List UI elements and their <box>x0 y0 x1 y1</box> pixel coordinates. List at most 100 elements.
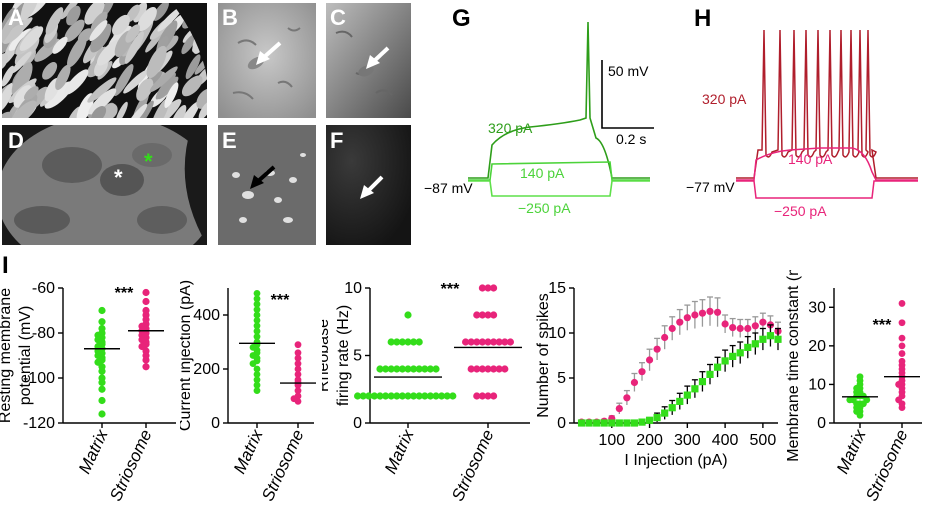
data-point <box>729 324 737 332</box>
data-point <box>142 288 150 297</box>
data-point <box>404 392 412 400</box>
data-point <box>736 324 744 333</box>
arrow-icon-c <box>366 46 390 69</box>
data-point <box>698 309 707 317</box>
data-point <box>462 338 470 346</box>
data-point <box>467 338 475 346</box>
trace-g-label-320: 320 pA <box>488 120 533 136</box>
data-point <box>600 419 608 427</box>
data-point <box>490 338 498 346</box>
significance-label: *** <box>441 281 460 298</box>
data-point <box>387 392 395 400</box>
data-point <box>432 392 440 400</box>
data-point <box>495 338 503 346</box>
data-point <box>691 385 699 393</box>
data-point <box>898 404 906 411</box>
data-point <box>473 311 481 319</box>
data-point <box>467 365 475 373</box>
significance-label: *** <box>115 285 134 302</box>
data-point <box>501 338 509 346</box>
data-point <box>142 297 150 306</box>
data-point <box>478 365 486 373</box>
data-point <box>484 392 492 400</box>
trace-g-140pa <box>468 161 650 181</box>
y-tick-label: 5 <box>557 370 566 387</box>
data-point <box>393 338 401 346</box>
data-point <box>490 311 498 319</box>
series-matrix <box>846 373 871 419</box>
data-point <box>623 419 631 427</box>
data-point <box>253 333 261 340</box>
data-point <box>759 318 767 326</box>
data-point <box>98 385 106 393</box>
data-point <box>506 338 514 346</box>
y-tick-label: -120 <box>23 415 55 432</box>
trace-panel-g: 50 mV 0.2 s 320 pA 140 pA −250 pA −87 mV <box>424 21 654 216</box>
panel-label-b: B <box>222 5 238 30</box>
data-point <box>253 371 261 378</box>
panel-c-image <box>326 3 411 118</box>
neuron-dic-image-c <box>326 3 411 118</box>
y-tick-label: -100 <box>23 370 55 387</box>
data-point <box>478 311 486 319</box>
series-striosome <box>462 284 514 400</box>
x-tick-label: 100 <box>598 432 625 449</box>
data-point <box>490 392 498 400</box>
data-point <box>410 338 418 346</box>
data-point <box>484 338 492 346</box>
data-point <box>438 392 446 400</box>
data-point <box>253 295 261 303</box>
data-point <box>630 419 639 427</box>
data-point <box>253 381 261 389</box>
data-point <box>683 391 691 399</box>
y-tick-label: 10 <box>808 376 826 393</box>
data-point <box>98 410 106 418</box>
data-point <box>294 398 302 405</box>
x-tick-label: 500 <box>750 432 777 449</box>
data-point <box>585 419 593 427</box>
data-point <box>683 314 691 322</box>
data-point <box>382 392 390 400</box>
data-point <box>98 318 106 326</box>
data-point <box>484 311 492 319</box>
data-point <box>294 354 302 362</box>
data-point <box>856 411 864 419</box>
scale-mv-label: 50 mV <box>608 63 649 79</box>
data-point <box>410 392 418 400</box>
trace-h-320pa <box>736 29 918 179</box>
data-point <box>142 363 150 371</box>
data-point <box>376 365 384 373</box>
panel-label-d: D <box>8 128 24 153</box>
category-label: Striosome <box>448 427 498 504</box>
series-matrix <box>249 290 261 394</box>
data-point <box>774 335 782 343</box>
panel-label-h: H <box>694 5 712 32</box>
y-tick-label: -60 <box>32 280 55 297</box>
panel-e-image <box>218 125 316 245</box>
fluorescent-neurons-image <box>218 125 316 245</box>
data-point <box>98 378 106 387</box>
trace-h-label-250: −250 pA <box>774 203 827 219</box>
data-point <box>294 349 302 357</box>
x-tick-label: 200 <box>636 432 663 449</box>
data-point <box>706 370 714 378</box>
y-tick-label: 5 <box>353 348 362 365</box>
data-point <box>398 392 406 400</box>
series-striosome <box>290 341 302 405</box>
y-tick-label: 0 <box>353 415 362 432</box>
data-point <box>490 284 498 292</box>
data-point <box>846 396 854 404</box>
panel-label-a: A <box>8 5 24 30</box>
data-point <box>653 414 661 422</box>
data-point <box>415 365 423 373</box>
data-point <box>98 396 106 405</box>
trace-h-250pa <box>736 180 918 199</box>
data-point <box>415 338 423 346</box>
data-point <box>359 392 367 400</box>
y-tick-label: 30 <box>808 299 826 316</box>
data-point <box>387 338 395 346</box>
data-point <box>898 342 906 350</box>
data-point <box>449 392 457 400</box>
